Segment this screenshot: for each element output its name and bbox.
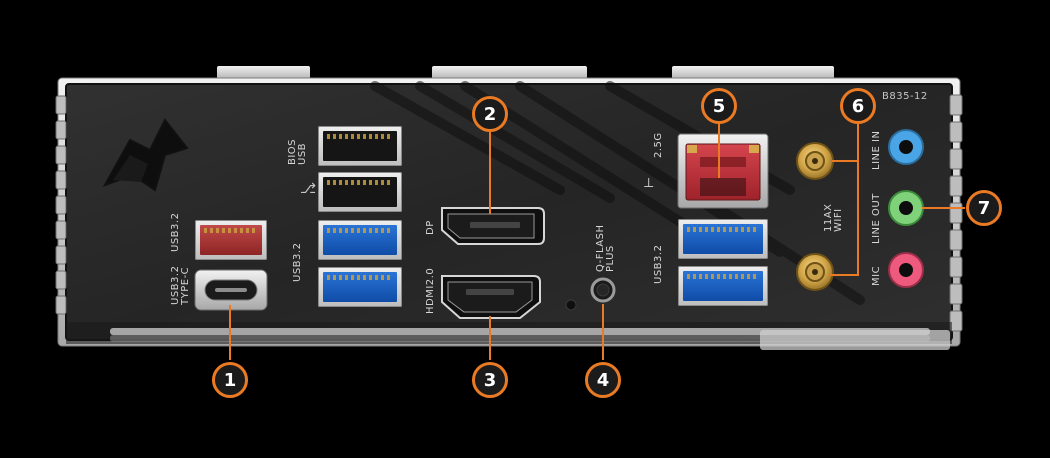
dp-port xyxy=(441,207,545,245)
usb-pins xyxy=(327,134,393,139)
label-dp: DP xyxy=(425,220,436,235)
network-icon: ⟂ xyxy=(644,175,654,191)
left-spring-teeth xyxy=(55,95,67,315)
label-usb32-mid: USB3.2 xyxy=(292,242,303,282)
label-usb32-right: USB3.2 xyxy=(653,244,664,284)
callout-3: 3 xyxy=(472,362,508,398)
callout-5: 5 xyxy=(701,88,737,124)
usb-top-2-port xyxy=(318,172,402,212)
bios-usb-top-port xyxy=(318,126,402,166)
label-usb32-typec: USB3.2 TYPE-C xyxy=(170,265,191,305)
callout-7: 7 xyxy=(966,190,1002,226)
label-usb32-left: USB3.2 xyxy=(170,212,181,252)
usb-pins xyxy=(327,180,393,185)
label-bios-usb: BIOS USB xyxy=(287,138,308,165)
label-wifi: 11AX WIFI xyxy=(823,203,844,232)
label-mic: MIC xyxy=(871,265,882,286)
label-line-out: LINE OUT xyxy=(871,193,882,244)
usb-3-2-blue-1-port xyxy=(318,220,402,260)
usb-pins xyxy=(327,275,393,280)
usb-pins xyxy=(327,228,393,233)
label-line-in: LINE IN xyxy=(871,130,882,170)
usb3-2-red-port xyxy=(195,220,267,260)
aorus-logo xyxy=(102,118,189,192)
board-model-text: B835-12 xyxy=(882,91,928,102)
label-hdmi: HDMI2.0 xyxy=(425,267,436,314)
usb-pins xyxy=(687,227,759,232)
right-spring-teeth xyxy=(949,94,963,332)
callout-1: 1 xyxy=(212,362,248,398)
usb-pins xyxy=(204,228,258,233)
usb-pins xyxy=(687,274,759,279)
lan-port xyxy=(677,133,769,209)
hdmi-port xyxy=(441,275,541,319)
wifi-antenna-connectors xyxy=(796,142,834,291)
callout-6: 6 xyxy=(840,88,876,124)
usb-trident-icon: ⎇ xyxy=(300,181,317,197)
callout-2: 2 xyxy=(472,96,508,132)
usb-type-c-port xyxy=(194,269,268,311)
usb-3-2-right-2-port xyxy=(678,266,768,306)
usb-3-2-blue-2-port xyxy=(318,267,402,307)
label-q-flash: Q-FLASH PLUS xyxy=(595,224,616,272)
label-lan-2-5g: 2.5G xyxy=(653,132,664,158)
usb-3-2-right-1-port xyxy=(678,219,768,259)
callout-leader-lines xyxy=(229,123,965,360)
bottom-strip xyxy=(66,322,952,350)
audio-jacks xyxy=(888,129,924,288)
callout-4: 4 xyxy=(585,362,621,398)
q-flash-button xyxy=(565,277,616,311)
